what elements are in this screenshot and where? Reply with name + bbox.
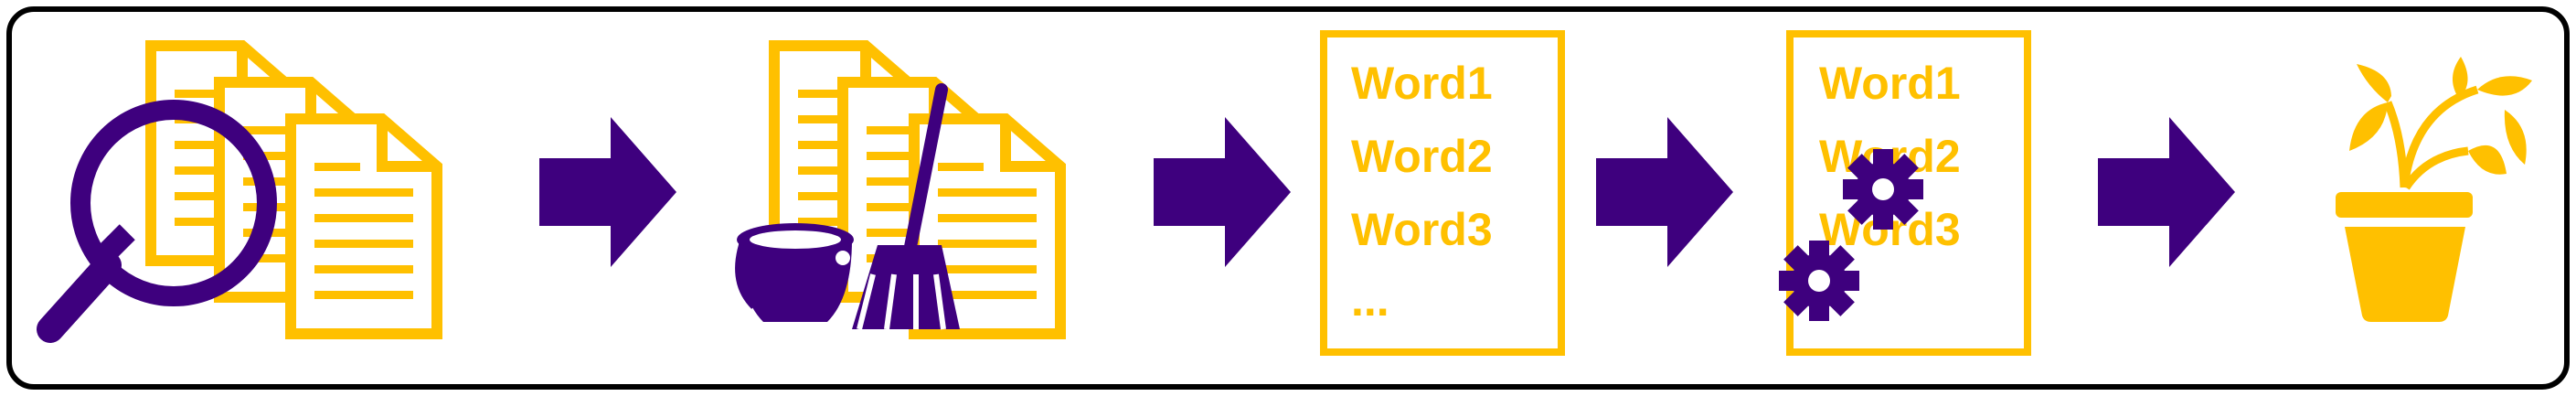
gear-icon xyxy=(1779,241,1859,321)
word-list-ellipsis: ... xyxy=(1351,274,1389,326)
word-list-item: Word1 xyxy=(1819,58,1961,109)
word-list-gears-icon: Word1 Word2 Word3 xyxy=(1779,30,2031,356)
potted-plant-icon xyxy=(2336,57,2532,322)
magnifier-icon xyxy=(37,100,277,343)
right-arrow-icon xyxy=(2098,117,2235,267)
broom-icon xyxy=(852,83,960,330)
documents-magnifier-icon xyxy=(37,46,437,343)
documents-bucket-broom-icon xyxy=(735,46,1060,334)
word-list-item: Word1 xyxy=(1351,58,1493,109)
bucket-icon xyxy=(735,223,854,322)
word-list-item: Word3 xyxy=(1351,204,1493,255)
gear-icon xyxy=(1843,149,1923,230)
right-arrow-icon xyxy=(1154,117,1291,267)
word-list-document-icon: Word1 Word2 Word3 ... xyxy=(1320,30,1565,356)
right-arrow-icon xyxy=(539,117,676,267)
word-list-item: Word2 xyxy=(1351,131,1493,182)
right-arrow-icon xyxy=(1596,117,1733,267)
